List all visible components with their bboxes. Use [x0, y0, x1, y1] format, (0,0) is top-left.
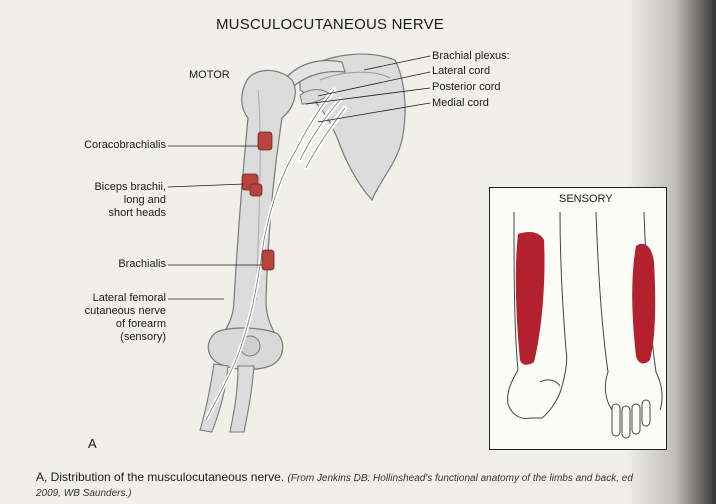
caption-credit: (From Jenkins DB: Hollinshead's function…: [287, 473, 633, 484]
humerus-bone: [221, 69, 296, 343]
motor-label: MOTOR: [189, 69, 230, 81]
scapula-bone: [299, 53, 406, 202]
brachialis-muscle: [261, 249, 275, 271]
caption-main: A, Distribution of the musculocutaneous …: [36, 470, 285, 484]
figure-caption: A, Distribution of the musculocutaneous …: [36, 470, 696, 499]
radius-bone: [199, 363, 229, 433]
sensory-nerve-line4: (sensory): [120, 331, 166, 343]
biceps-muscle: [241, 173, 263, 197]
biceps-label-line1: Biceps brachii,: [94, 181, 166, 193]
medial-cord-label: Medial cord: [432, 97, 489, 109]
sensory-area-right: [632, 243, 656, 364]
brachialis-label: Brachialis: [118, 258, 166, 270]
caption-credit-line2: 2009, WB Saunders.): [36, 488, 132, 499]
sensory-area-left: [515, 232, 545, 365]
clavicle-bone: [285, 59, 346, 87]
biceps-label: Biceps brachii, long and short heads: [60, 181, 166, 220]
coracobrachialis-muscle: [257, 131, 273, 151]
sensory-nerve-line3: of forearm: [115, 318, 166, 330]
sensory-nerve-line1: Lateral femoral: [92, 292, 166, 304]
lateral-cord-label: Lateral cord: [432, 65, 491, 77]
biceps-label-line3: short heads: [108, 207, 166, 219]
sensory-left-arm: [507, 211, 568, 419]
figure-title: MUSCULOCUTANEOUS NERVE: [215, 16, 445, 33]
plate-letter: A: [88, 436, 97, 451]
biceps-label-line2: long and: [123, 194, 166, 206]
leader-lines: [167, 55, 431, 300]
sensory-label: SENSORY: [559, 193, 613, 205]
sensory-nerve-line2: cutaneous nerve: [84, 305, 166, 317]
ulna-bone: [229, 365, 255, 433]
sensory-nerve-label: Lateral femoral cutaneous nerve of forea…: [60, 292, 166, 344]
posterior-cord-label: Posterior cord: [432, 81, 501, 93]
coracobrachialis-label: Coracobrachialis: [84, 139, 166, 151]
brachial-plexus-heading: Brachial plexus:: [432, 50, 510, 62]
